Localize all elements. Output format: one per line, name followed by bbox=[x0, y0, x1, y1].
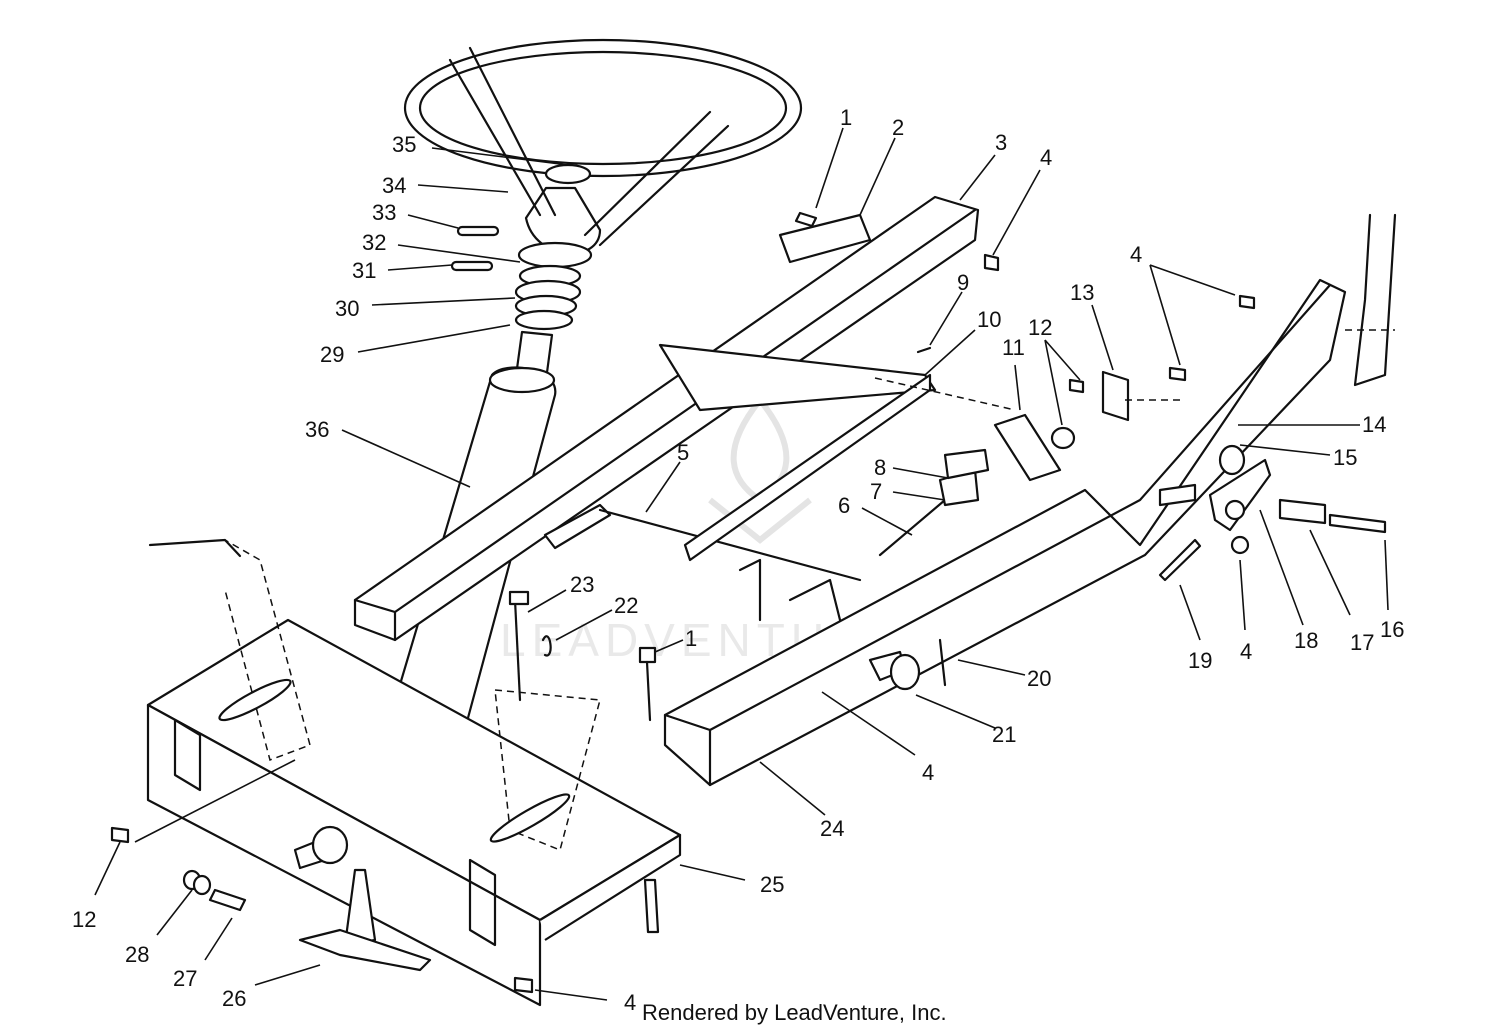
brace-bar bbox=[658, 343, 937, 412]
callout-33: 33 bbox=[372, 200, 396, 225]
rear-bracket bbox=[1345, 213, 1397, 387]
callout-25: 25 bbox=[760, 872, 784, 897]
cross-shaft bbox=[543, 373, 932, 582]
steering-wheel bbox=[403, 38, 803, 269]
callout-9: 9 bbox=[957, 270, 969, 295]
callout-12-a: 12 bbox=[1028, 315, 1052, 340]
callout-6: 6 bbox=[838, 493, 850, 518]
callout-11: 11 bbox=[1002, 335, 1025, 360]
callout-4-d: 4 bbox=[624, 990, 636, 1015]
callout-32: 32 bbox=[362, 230, 386, 255]
callout-35: 35 bbox=[392, 132, 416, 157]
callout-29: 29 bbox=[320, 342, 344, 367]
callout-36: 36 bbox=[305, 417, 329, 442]
frame-rail-left bbox=[353, 195, 980, 642]
callout-17: 17 bbox=[1350, 630, 1374, 655]
callout-30: 30 bbox=[335, 296, 359, 321]
callout-31: 31 bbox=[352, 258, 376, 283]
callout-12-b: 12 bbox=[72, 907, 96, 932]
callout-20: 20 bbox=[1027, 666, 1051, 691]
callout-5: 5 bbox=[677, 440, 689, 465]
callout-28: 28 bbox=[125, 942, 149, 967]
callout-7: 7 bbox=[870, 479, 882, 504]
column-spacers bbox=[450, 225, 582, 331]
callout-22: 22 bbox=[614, 593, 638, 618]
callout-14: 14 bbox=[1362, 412, 1386, 437]
callout-2: 2 bbox=[892, 115, 904, 140]
pivot-assembly bbox=[1158, 444, 1387, 582]
callout-10: 10 bbox=[977, 307, 1001, 332]
callout-19: 19 bbox=[1188, 648, 1212, 673]
callout-1-top: 1 bbox=[840, 105, 852, 130]
linkage-rod bbox=[738, 448, 990, 622]
credit-text: Rendered by LeadVenture, Inc. bbox=[642, 1000, 947, 1025]
frame-rail-right bbox=[663, 278, 1347, 787]
callout-4-b: 4 bbox=[1130, 242, 1142, 267]
callout-13: 13 bbox=[1070, 280, 1094, 305]
callout-34: 34 bbox=[382, 173, 406, 198]
leader-lines bbox=[94, 127, 1389, 1001]
callout-21: 21 bbox=[992, 722, 1016, 747]
drive-pedal bbox=[489, 689, 601, 852]
callout-4-c: 4 bbox=[922, 760, 934, 785]
callout-8: 8 bbox=[874, 455, 886, 480]
callout-16: 16 bbox=[1380, 617, 1404, 642]
bushing-21 bbox=[868, 638, 947, 691]
callout-24: 24 bbox=[820, 816, 844, 841]
fasteners bbox=[110, 211, 1256, 994]
callout-23: 23 bbox=[570, 572, 594, 597]
callout-3: 3 bbox=[995, 130, 1007, 155]
bracket-arm bbox=[993, 413, 1076, 482]
callout-26: 26 bbox=[222, 986, 246, 1011]
callout-27: 27 bbox=[173, 966, 197, 991]
callout-1-mid: 1 bbox=[685, 626, 697, 651]
brake-pedal bbox=[148, 538, 311, 761]
callout-4-a: 4 bbox=[1040, 145, 1052, 170]
plate-13 bbox=[1101, 370, 1130, 422]
foot-bracket bbox=[298, 868, 432, 972]
callout-labels: 1 2 3 4 9 10 11 12 13 4 14 15 35 34 33 3… bbox=[72, 105, 1404, 1015]
washer-bolt-28-27 bbox=[182, 825, 349, 912]
callout-18: 18 bbox=[1294, 628, 1318, 653]
callout-4-e: 4 bbox=[1240, 639, 1252, 664]
callout-15: 15 bbox=[1333, 445, 1357, 470]
